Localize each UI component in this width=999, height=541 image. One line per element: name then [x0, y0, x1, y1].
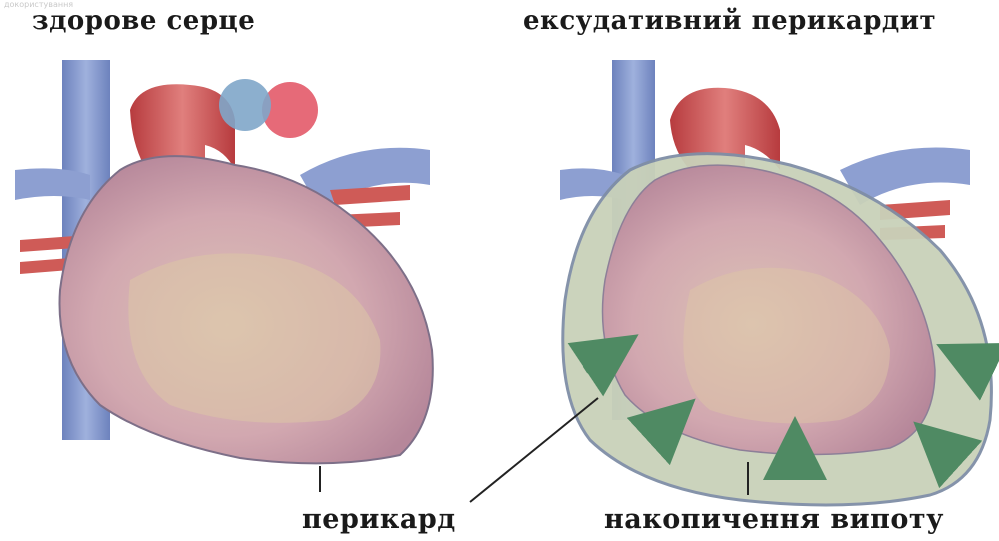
pulmonary-veins-left: [15, 168, 90, 200]
effusion-label: накопичення випоту: [604, 504, 944, 535]
healthy-heart: [15, 60, 433, 492]
pericardium-pointer-right: [470, 398, 598, 502]
pericardium-label: перикард: [302, 504, 456, 535]
pericarditis-heart: [470, 60, 991, 505]
vessel-bloom-blue: [219, 79, 271, 131]
